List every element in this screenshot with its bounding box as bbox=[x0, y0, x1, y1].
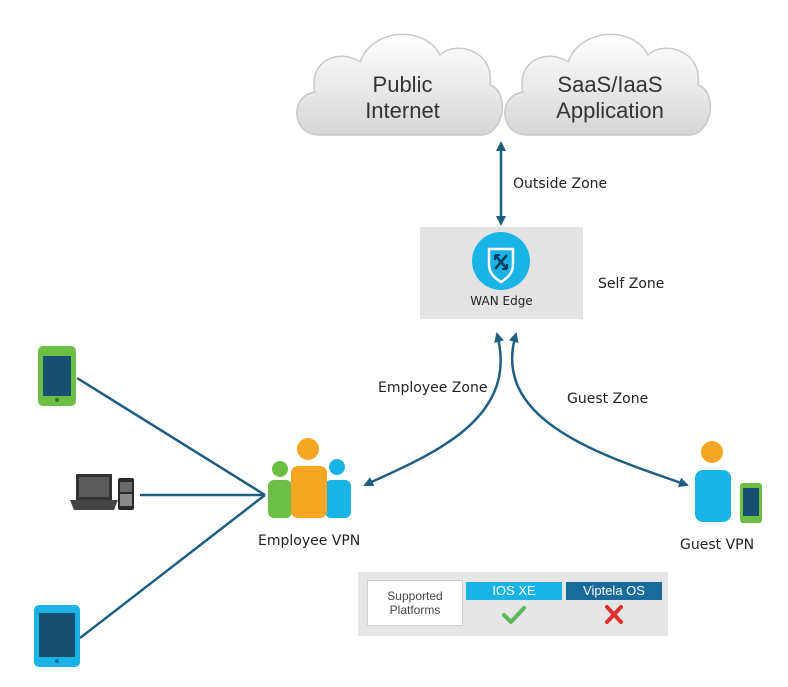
legend-title: Supported Platforms bbox=[367, 580, 463, 626]
supported-platforms-legend: Supported Platforms IOS XE Viptela OS bbox=[358, 572, 668, 636]
cross-icon bbox=[605, 605, 623, 624]
outside-zone-label: Outside Zone bbox=[513, 176, 608, 192]
wan-edge-label: WAN Edge bbox=[470, 294, 533, 308]
ios-xe-supported-mark bbox=[466, 602, 562, 628]
guest-zone-label: Guest Zone bbox=[567, 391, 649, 407]
router-shield-icon bbox=[472, 232, 530, 290]
platform-viptela-os: Viptela OS bbox=[566, 582, 662, 600]
public-internet-label: Public Internet bbox=[340, 72, 465, 124]
guest-zone-link bbox=[508, 332, 689, 488]
saas-line2: Application bbox=[556, 98, 664, 123]
smartphone-link bbox=[76, 376, 266, 497]
public-internet-line1: Public bbox=[372, 72, 433, 97]
legend-title-line2: Platforms bbox=[389, 603, 441, 617]
employee-zone-link bbox=[363, 332, 504, 487]
employee-zone-label: Employee Zone bbox=[378, 380, 488, 396]
self-zone-label: Self Zone bbox=[598, 276, 665, 292]
tablet-link bbox=[79, 494, 266, 639]
public-internet-line2: Internet bbox=[365, 98, 440, 123]
platform-ios-xe: IOS XE bbox=[466, 582, 562, 600]
wan-edge-node[interactable]: WAN Edge bbox=[420, 227, 583, 319]
guest-vpn-label: Guest VPN bbox=[680, 537, 755, 553]
legend-title-line1: Supported bbox=[387, 589, 443, 603]
viptela-os-unsupported-mark bbox=[566, 602, 662, 628]
saas-label: SaaS/IaaS Application bbox=[540, 72, 680, 124]
check-icon bbox=[502, 606, 526, 624]
employee-group-icon bbox=[268, 438, 351, 518]
saas-line1: SaaS/IaaS bbox=[557, 72, 663, 97]
guest-user-icon bbox=[695, 441, 762, 523]
employee-vpn-label: Employee VPN bbox=[258, 533, 361, 549]
